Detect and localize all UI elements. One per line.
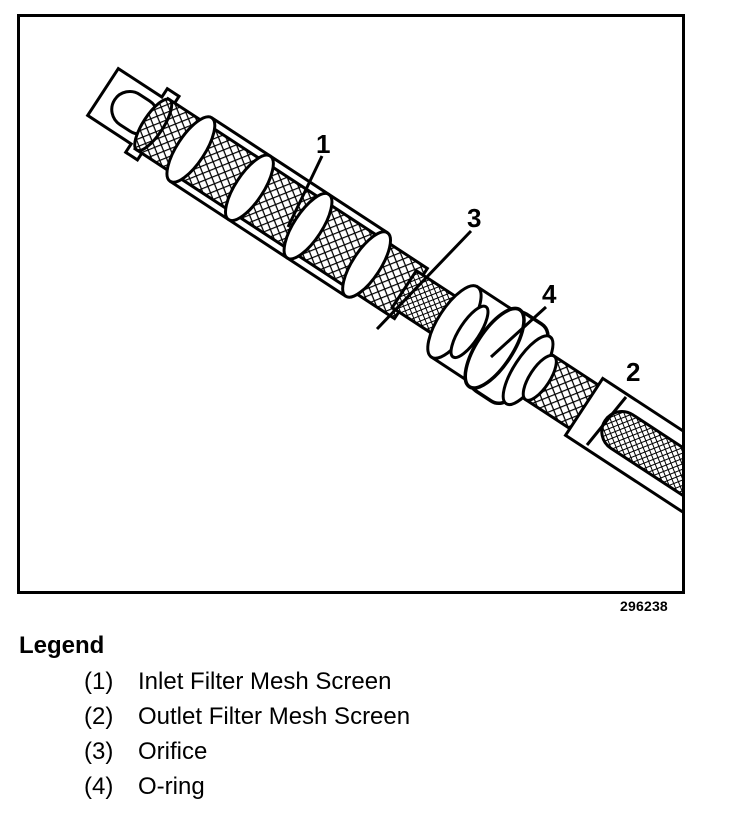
legend-item-label: Orifice	[138, 738, 208, 765]
leader-line-4	[489, 305, 548, 359]
inlet-filter-mesh	[133, 96, 430, 321]
leader-line-1	[286, 155, 324, 228]
callout-4: 4	[542, 279, 557, 309]
leader-line-2	[585, 396, 628, 446]
callout-1: 1	[316, 129, 330, 159]
callout-3: 3	[467, 203, 481, 233]
legend-item: (3) Orifice	[84, 734, 410, 769]
legend-title: Legend	[19, 632, 105, 659]
legend-item: (1) Inlet Filter Mesh Screen	[84, 664, 410, 699]
legend-item-label: O-ring	[138, 773, 205, 800]
figure-number: 296238	[620, 598, 668, 614]
callout-2: 2	[626, 357, 640, 387]
legend-item-label: Outlet Filter Mesh Screen	[138, 703, 411, 730]
legend-list: (1) Inlet Filter Mesh Screen (2) Outlet Fi…	[84, 664, 410, 804]
leader-line-3	[375, 229, 473, 331]
legend-item-number: (2)	[84, 703, 114, 730]
mesh-end-cap	[133, 97, 174, 153]
legend-item-label: Inlet Filter Mesh Screen	[138, 668, 392, 695]
orifice-tube-illustration: 1 3 4 2	[85, 66, 682, 534]
legend-item-number: (3)	[84, 738, 114, 765]
orifice-tube	[85, 66, 682, 534]
legend-item: (2) Outlet Filter Mesh Screen	[84, 699, 410, 734]
figure-frame: 1 3 4 2	[17, 14, 685, 594]
legend-item-number: (4)	[84, 773, 114, 800]
legend-item-number: (1)	[84, 668, 114, 695]
leader-lines	[286, 155, 628, 446]
legend-item: (4) O-ring	[84, 769, 410, 804]
